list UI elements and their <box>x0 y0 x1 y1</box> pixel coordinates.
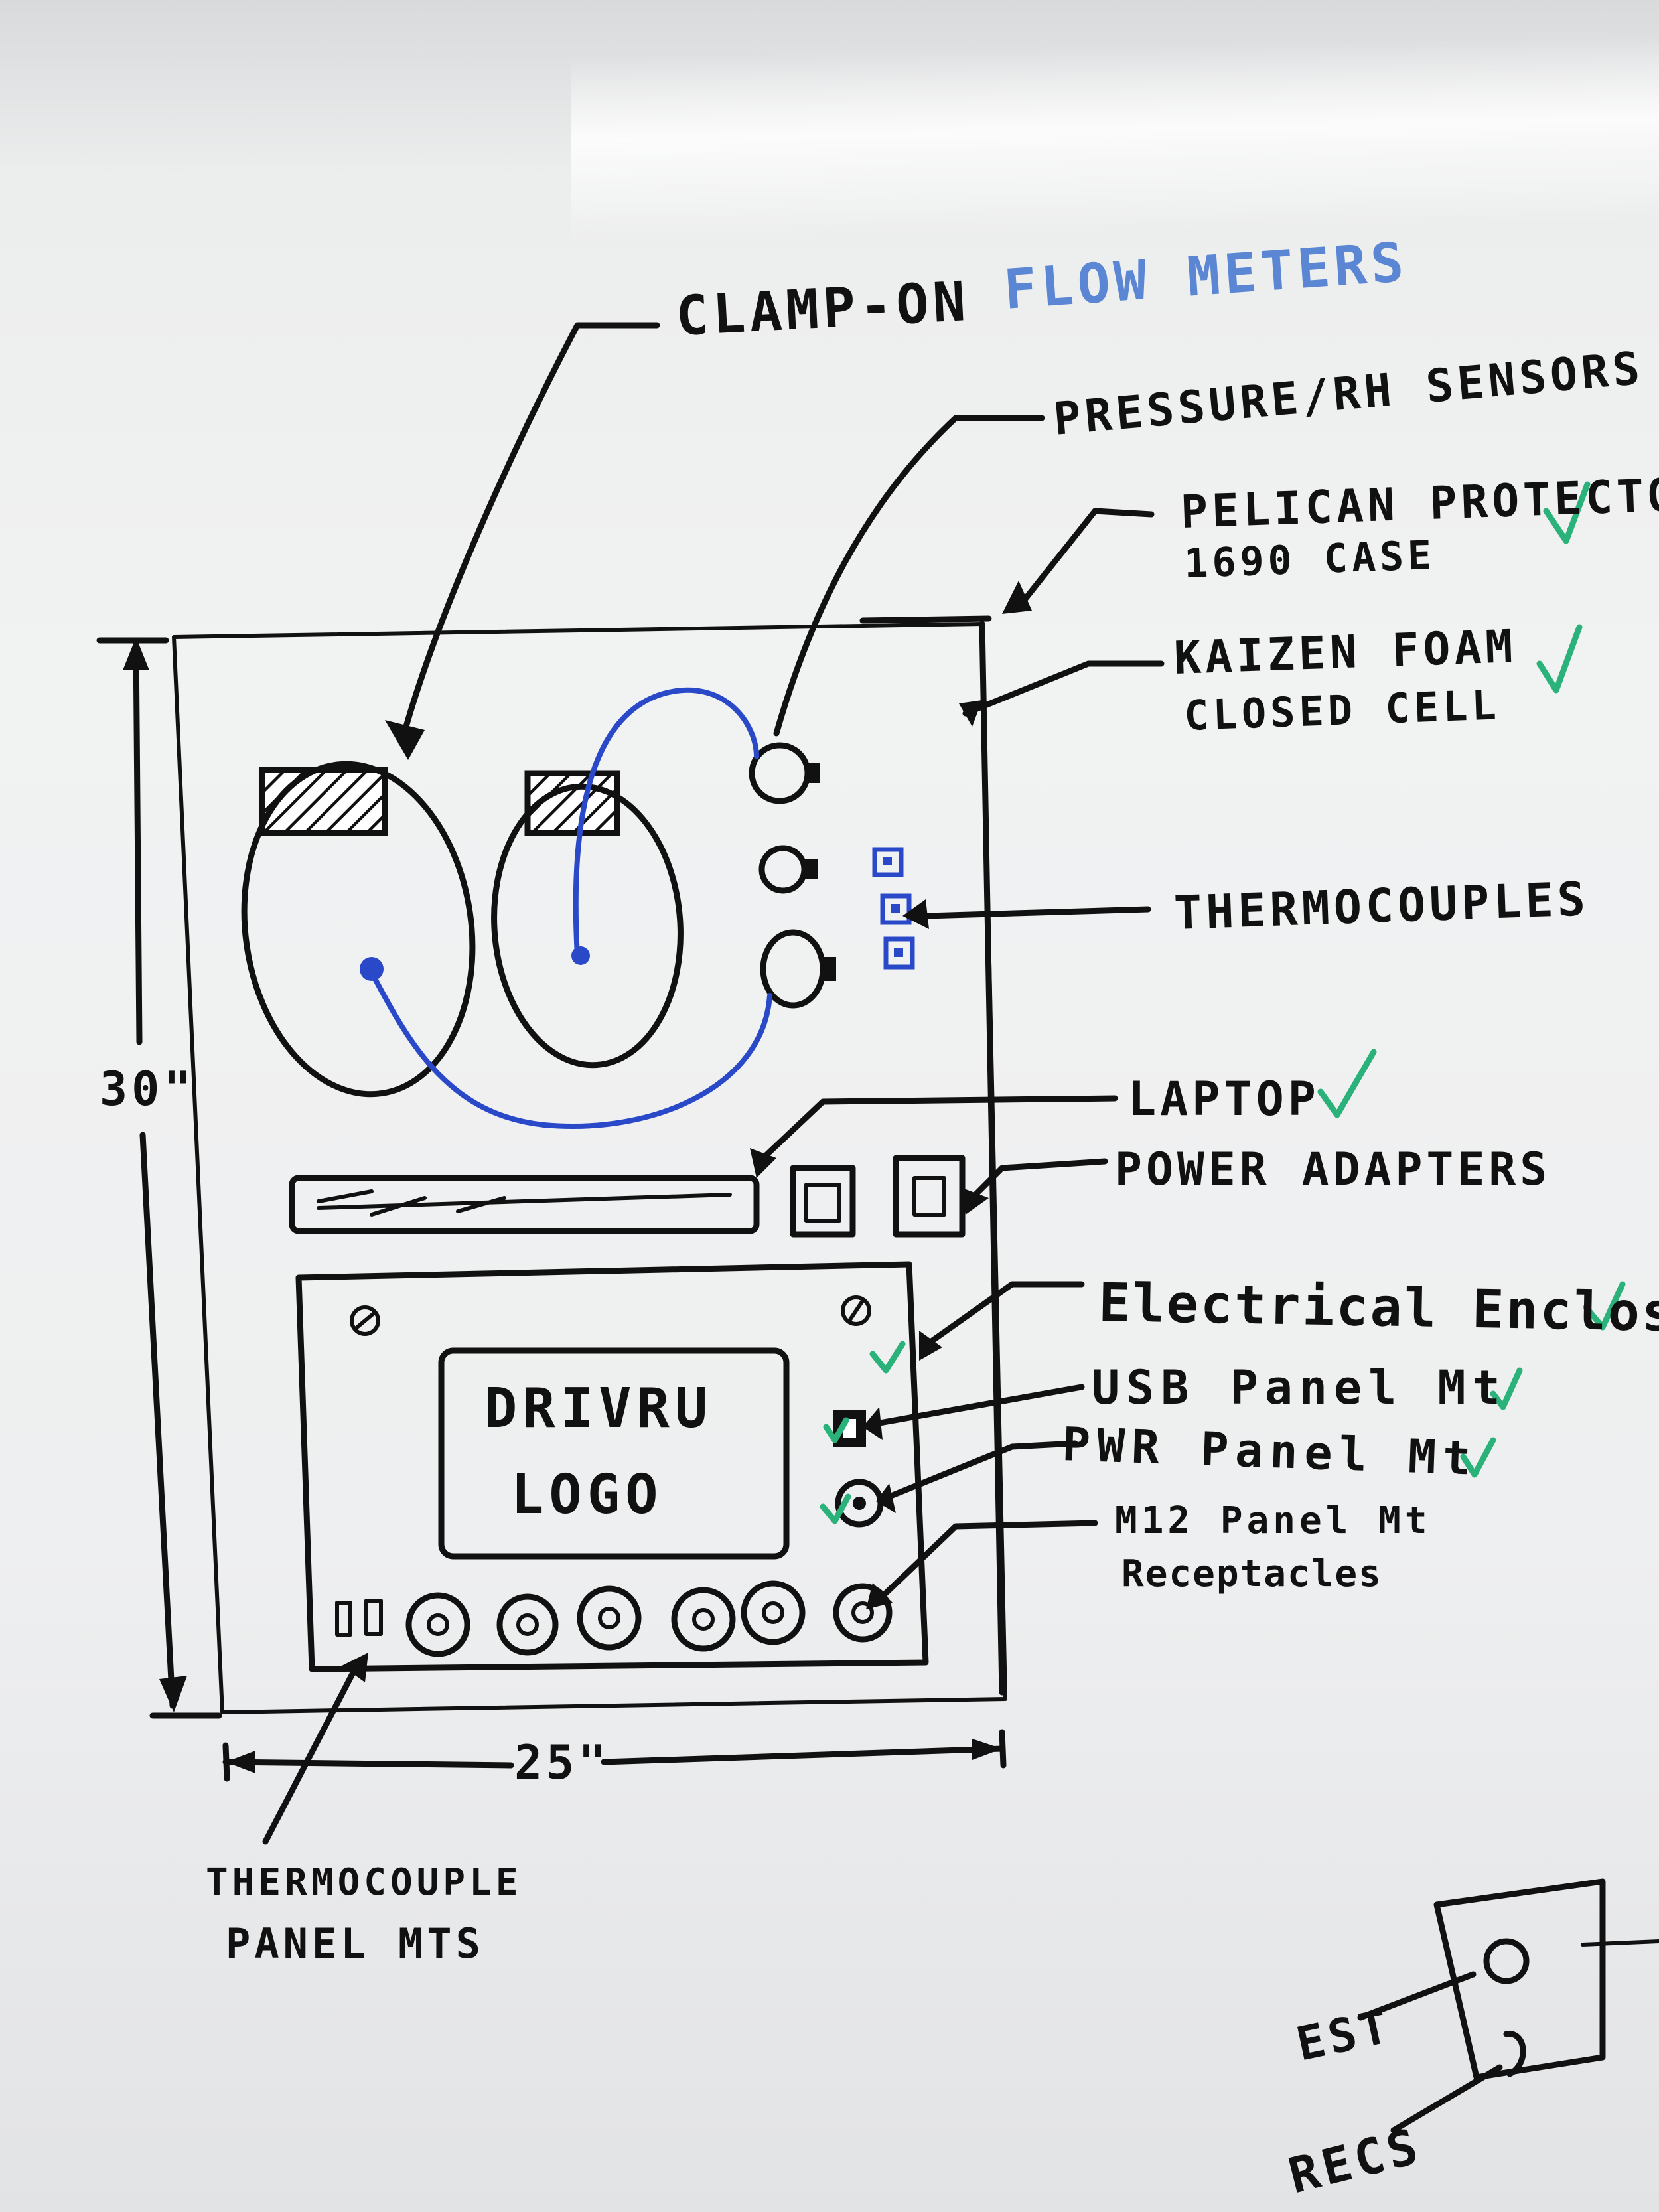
pelican-label-line2: 1690 CASE <box>1183 532 1436 587</box>
blue-tubing <box>360 687 772 1129</box>
height-label: 30" <box>100 1062 195 1116</box>
laptop-slot <box>289 1175 760 1234</box>
check-icon-laptop <box>1317 1049 1377 1118</box>
check-icon-pwr <box>1460 1437 1496 1478</box>
electrical-enclosure-label: Electrical Enclosure <box>1098 1272 1659 1345</box>
m12-label-line2: Receptacles <box>1121 1552 1382 1595</box>
pelican-label-line1: PELICAN PROTECTOR <box>1180 468 1659 539</box>
check-icon-usb-left <box>823 1417 849 1443</box>
est-label: EST <box>1291 1998 1396 2071</box>
height-dimension <box>96 637 222 1719</box>
width-dimension <box>222 1729 1007 1782</box>
clamp-on-label: CLAMP-ON <box>674 270 971 348</box>
pwr-panel-label: PWR Panel Mt <box>1061 1417 1478 1486</box>
flow-meter-right <box>491 770 684 1069</box>
check-icon-enclosure-left <box>869 1341 906 1374</box>
power-adapter-1 <box>790 1165 856 1238</box>
electrical-enclosure <box>295 1261 929 1672</box>
pelican-case-outline <box>172 615 1007 1714</box>
flow-meter-left <box>241 761 476 1098</box>
tc-panel-label-line1: THERMOCOUPLE <box>206 1861 522 1904</box>
check-icon-pwr-left <box>820 1493 851 1524</box>
width-label: 25" <box>514 1735 610 1790</box>
foam-label-line1: KAIZEN FOAM <box>1173 621 1518 685</box>
power-adapter-2 <box>893 1155 966 1238</box>
thermocouples-label: THERMOCOUPLES <box>1173 871 1590 940</box>
power-adapters-label: POWER ADAPTERS <box>1115 1143 1551 1196</box>
thermocouple-connectors <box>872 847 915 970</box>
laptop-label: LAPTOP <box>1128 1072 1320 1126</box>
pressure-sensors-label: PRESSURE/RH SENSORS <box>1052 342 1646 446</box>
recs-label: RECS <box>1283 2117 1427 2205</box>
logo-line2: LOGO <box>511 1463 663 1526</box>
check-icon-foam <box>1536 624 1583 694</box>
flow-meters-label: FLOW METERS <box>1002 231 1409 322</box>
labels: CLAMP-ON FLOW METERS PRESSURE/RH SENSORS… <box>100 231 1659 2205</box>
m12-label-line1: M12 Panel Mt <box>1115 1499 1431 1542</box>
tc-panel-label-line2: PANEL MTS <box>226 1919 484 1968</box>
check-icon-usb <box>1490 1367 1523 1410</box>
side-panel-sketch <box>1357 1878 1659 2134</box>
check-icon-enclosure <box>1583 1281 1626 1331</box>
leader-lines <box>262 322 1165 1845</box>
pressure-rh-sensors <box>749 742 836 1009</box>
usb-panel-label: USB Panel Mt <box>1092 1361 1507 1415</box>
foam-label-line2: CLOSED CELL <box>1183 680 1501 740</box>
check-icon-pelican <box>1543 481 1591 544</box>
check-marks <box>820 481 1626 1524</box>
logo-line1: DRIVRU <box>484 1377 713 1440</box>
